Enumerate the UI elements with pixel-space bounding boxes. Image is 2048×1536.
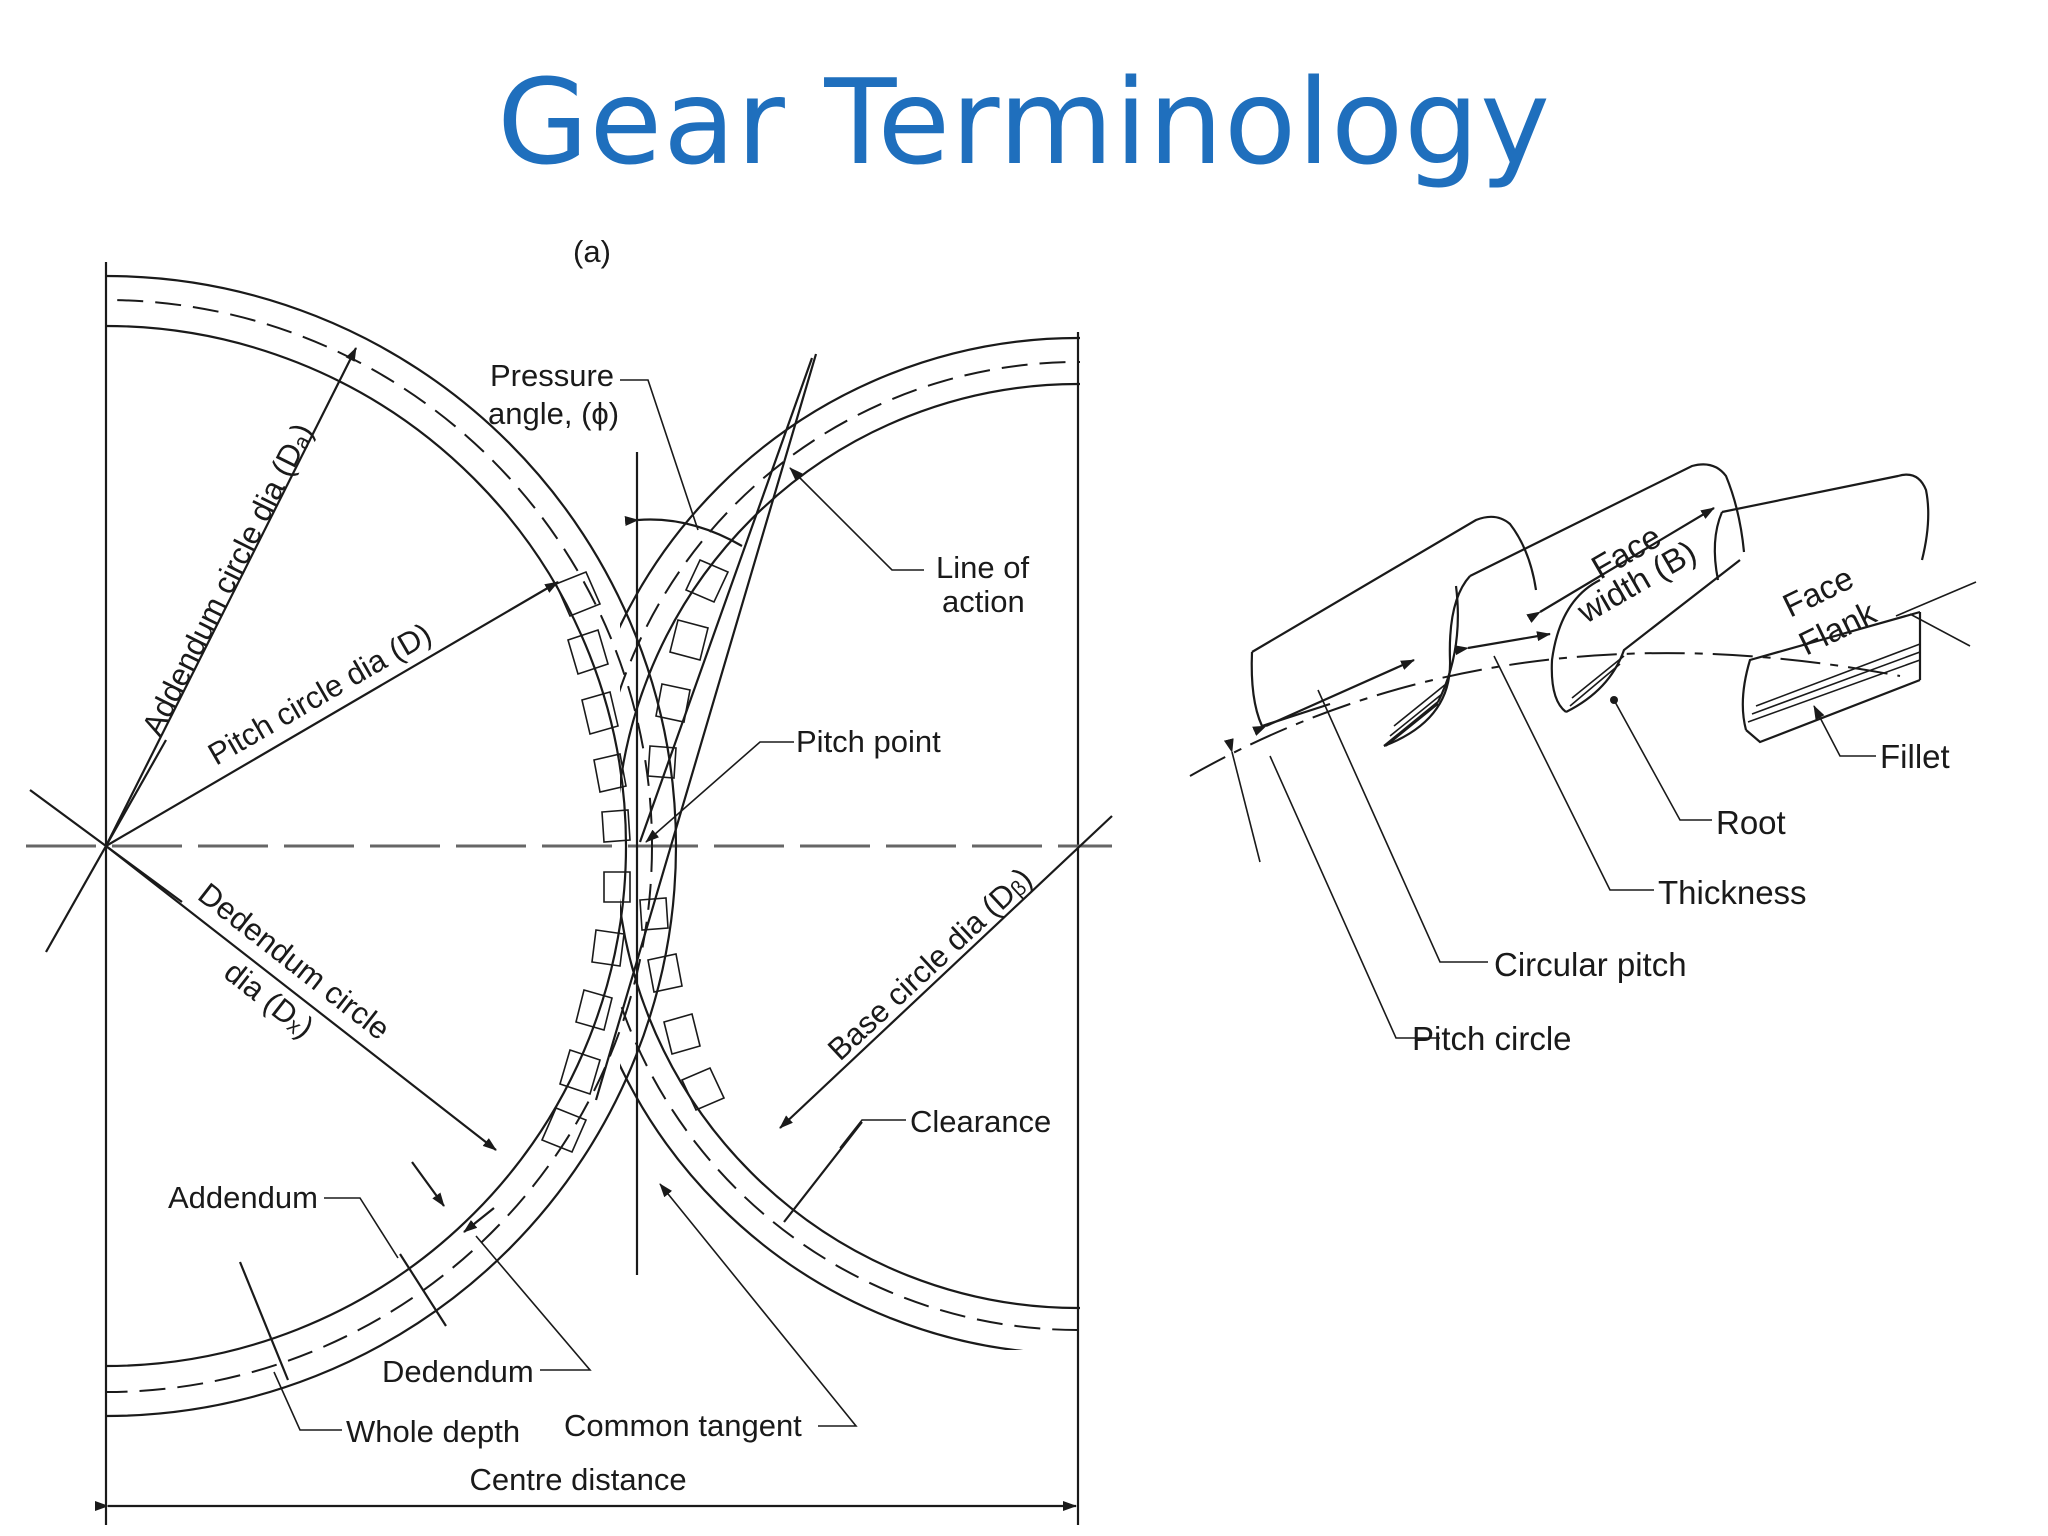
meshing-gears-diagram: (a) Pressure angle, (ϕ) Line of action P… (26, 234, 1113, 1525)
meshing-teeth (540, 558, 730, 1154)
circular-pitch-leader (1317, 689, 1488, 963)
pitch-circle-dim-a (1223, 738, 1261, 863)
addendum-label: Addendum (168, 1180, 318, 1215)
face-extension-2 (1909, 613, 1971, 647)
addendum-leader (324, 1197, 399, 1259)
centre-distance-label: Centre distance (469, 1462, 686, 1497)
common-tangent-leader (659, 1183, 858, 1427)
pitch-point-leader (645, 741, 794, 843)
circular-pitch-label: Circular pitch (1494, 946, 1687, 983)
pitch-circle (106, 299, 653, 1393)
tooth-2-top (1469, 463, 1746, 577)
gear-tooth-diagram: Face width (B) Face Flank Fillet Root Th… (1189, 463, 1977, 1057)
fillet-leader (1813, 705, 1876, 757)
pitch-dia-line (105, 581, 559, 847)
addendum-dim-b (463, 1207, 495, 1233)
pitch-circle-2 (620, 361, 1080, 1331)
addendum-dia-line (105, 347, 357, 847)
common-tangent-label: Common tangent (564, 1408, 802, 1443)
thickness-dim (1454, 631, 1551, 656)
thickness-label: Thickness (1658, 874, 1807, 911)
tooth-1-left (1250, 651, 1263, 727)
whole-depth-label: Whole depth (346, 1414, 520, 1449)
pitch-point-label: Pitch point (796, 724, 941, 759)
thickness-leader (1493, 655, 1654, 891)
tooth-2-right (1565, 559, 1741, 713)
whole-depth-dim (238, 1261, 290, 1381)
pressure-angle-label-1: Pressure (490, 358, 614, 393)
center-cross-b (45, 739, 167, 953)
top-fragment-label: (a) (573, 234, 611, 269)
root-label: Root (1716, 804, 1786, 841)
driver-gear-circles (106, 275, 677, 1417)
root-1 (1383, 701, 1439, 747)
addendum-dim-a (411, 1161, 445, 1207)
gear-teeth-outline (1250, 463, 1930, 748)
dedendum-circle (106, 325, 627, 1367)
pitch-circle-label: Pitch circle (1412, 1020, 1572, 1057)
pressure-angle-leader (620, 379, 699, 531)
dedendum-circle-2 (620, 337, 1080, 1350)
line-of-action-upper (638, 357, 814, 843)
pitch-circle-dia-label: Pitch circle dia (D) (202, 616, 437, 772)
tooth-3-top (1721, 473, 1930, 561)
dedendum-dia-line (105, 845, 497, 1151)
line-of-action (594, 353, 818, 1101)
dedendum-leader (475, 1235, 592, 1371)
face-width-dim (1526, 507, 1715, 623)
pitch-circle-leader (1269, 755, 1440, 1039)
clearance-leader (839, 1119, 906, 1149)
addendum-circle-2 (620, 383, 1080, 1309)
driven-gear-circles (620, 337, 1080, 1350)
whole-depth-leader (273, 1371, 342, 1431)
line-of-action-label-2: action (942, 584, 1025, 619)
clearance-label: Clearance (910, 1104, 1051, 1139)
pressure-angle-arc (624, 516, 743, 547)
addendum-circle (106, 275, 677, 1417)
root-leader (1613, 699, 1712, 821)
flank-hatching (1385, 643, 1921, 747)
line-of-action-leader (789, 467, 924, 571)
dedendum-dim (399, 1253, 447, 1327)
fillet-edge (1745, 678, 1921, 744)
tooth-3-left (1713, 511, 1724, 581)
circular-pitch-dim (1252, 658, 1415, 736)
clearance-dim (783, 1121, 863, 1223)
base-circle-dia-label: Base circle dia (Dᵦ) (821, 861, 1039, 1067)
slide-title: Gear Terminology (497, 53, 1551, 191)
root-point (1610, 696, 1618, 704)
face-extension-1 (1895, 581, 1977, 617)
tooth-1-top (1251, 515, 1538, 653)
fillet-label: Fillet (1880, 738, 1950, 775)
line-of-action-label-1: Line of (936, 550, 1029, 585)
tooth-2-left (1383, 575, 1471, 748)
tooth-3-inner (1741, 610, 1921, 731)
base-dia-line (779, 815, 1113, 1129)
pressure-angle-label-2: angle, (ϕ) (488, 396, 619, 431)
dedendum-label: Dedendum (382, 1354, 534, 1389)
